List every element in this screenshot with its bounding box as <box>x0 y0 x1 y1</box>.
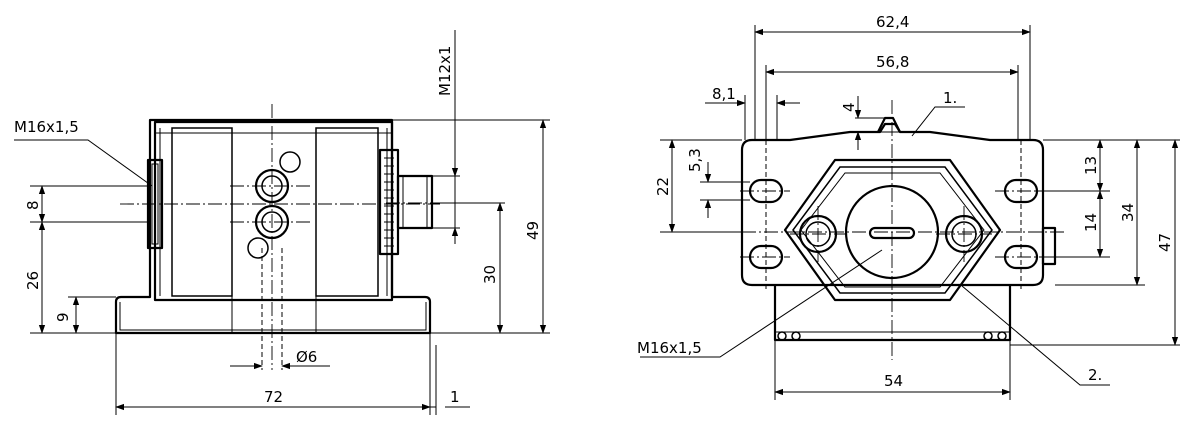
left-view: M16x1,5 M12x1 8 26 9 30 49 72 1 Ø6 <box>14 30 550 415</box>
dim-26: 26 <box>24 271 42 290</box>
dim-4: 4 <box>840 102 858 112</box>
right-view-dimension-texts: 62,4 56,8 8,1 4 22 5,3 13 14 34 47 54 M1… <box>637 13 1174 390</box>
right-view-dimension-lines <box>640 28 1179 396</box>
callout-1: 1. <box>943 89 957 107</box>
dim-62-4: 62,4 <box>876 13 909 31</box>
right-view-body <box>740 116 1057 342</box>
dim-56-8: 56,8 <box>876 53 909 71</box>
dim-9: 9 <box>54 312 72 322</box>
left-view-centerlines <box>120 104 446 370</box>
dim-49: 49 <box>524 221 542 240</box>
dim-34: 34 <box>1119 203 1137 222</box>
dim-72: 72 <box>264 388 283 406</box>
dim-8: 8 <box>24 200 42 210</box>
dim-22: 22 <box>654 177 672 196</box>
right-view-centerlines <box>720 100 1065 360</box>
left-view-dimension-lines <box>14 119 547 411</box>
label-thread-m16-right: M16x1,5 <box>637 339 702 357</box>
dim-5-3: 5,3 <box>686 148 704 172</box>
left-view-dimension-texts: M16x1,5 M12x1 8 26 9 30 49 72 1 Ø6 <box>14 46 542 406</box>
left-view-body <box>114 118 434 335</box>
callout-2: 2. <box>1088 366 1102 384</box>
label-thread-m16-left: M16x1,5 <box>14 118 79 136</box>
left-view-extension-lines <box>30 30 550 415</box>
dim-dia6: Ø6 <box>296 348 317 366</box>
right-view-extension-lines <box>660 25 1180 400</box>
label-thread-m12: M12x1 <box>436 46 454 96</box>
dim-14: 14 <box>1082 213 1100 232</box>
dim-54: 54 <box>884 372 903 390</box>
dim-8-1: 8,1 <box>712 85 736 103</box>
dim-13: 13 <box>1082 156 1100 175</box>
dim-30: 30 <box>481 265 499 284</box>
right-view: 62,4 56,8 8,1 4 22 5,3 13 14 34 47 54 M1… <box>637 13 1180 400</box>
dim-47: 47 <box>1156 233 1174 252</box>
dim-1: 1 <box>450 388 460 406</box>
